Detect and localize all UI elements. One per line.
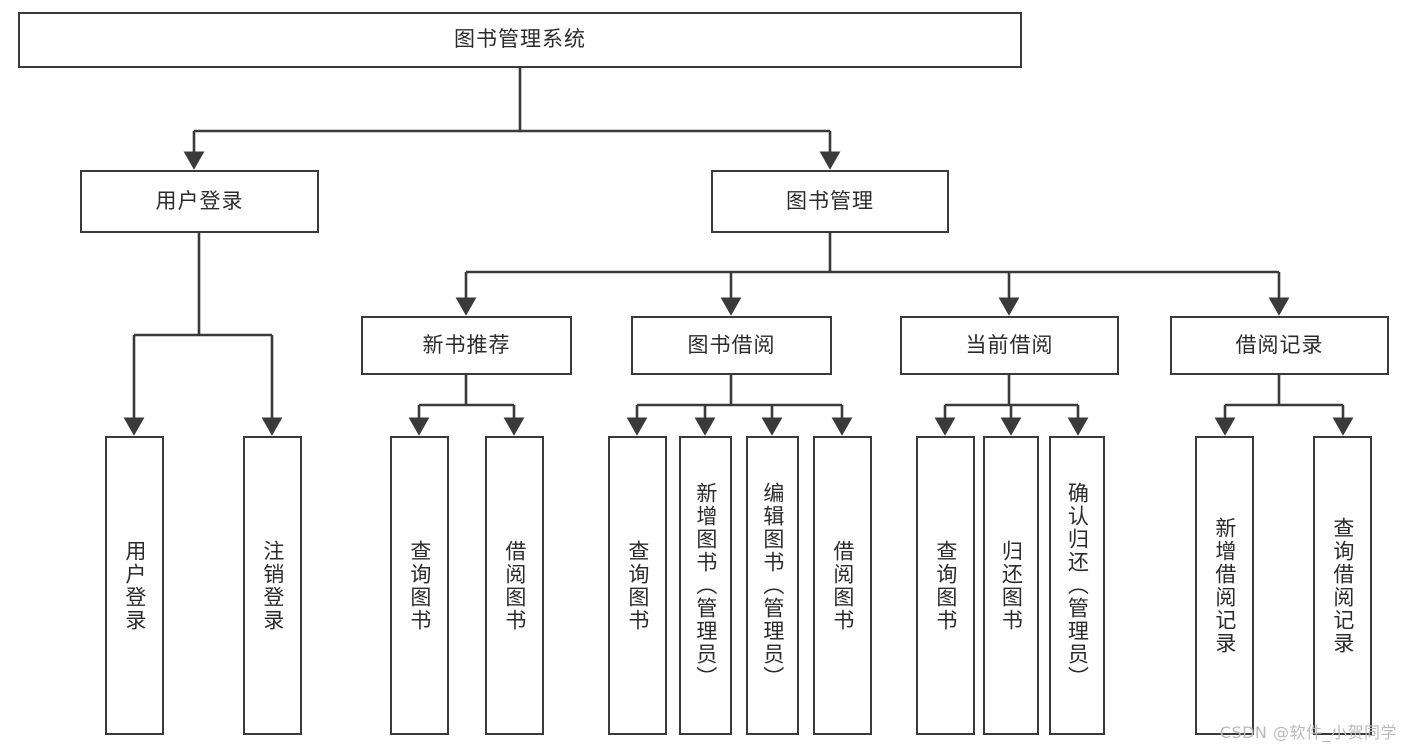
node-leaf-label: 确认归还（管理员） xyxy=(1065,482,1090,689)
node-leaf-return-book[interactable]: 归还图书 xyxy=(983,436,1039,735)
node-leaf-add-borrow-record[interactable]: 新增借阅记录 xyxy=(1195,436,1254,735)
node-leaf-label: 查询图书 xyxy=(407,539,432,632)
node-leaf-user-login[interactable]: 用户登录 xyxy=(105,436,164,735)
node-leaf-query-borrow-record[interactable]: 查询借阅记录 xyxy=(1313,436,1372,735)
node-leaf-query-book-borrow[interactable]: 查询图书 xyxy=(608,436,667,735)
node-new-book-recommend[interactable]: 新书推荐 xyxy=(361,316,572,375)
node-borrow-record-label: 借阅记录 xyxy=(1235,332,1324,357)
node-leaf-label: 借阅图书 xyxy=(830,539,855,632)
node-user-login-label: 用户登录 xyxy=(155,188,244,213)
node-root[interactable]: 图书管理系统 xyxy=(18,12,1022,68)
node-user-login[interactable]: 用户登录 xyxy=(80,170,319,233)
node-book-borrow[interactable]: 图书借阅 xyxy=(631,316,832,375)
node-current-borrow-label: 当前借阅 xyxy=(965,332,1054,357)
node-leaf-logout[interactable]: 注销登录 xyxy=(243,436,302,735)
node-leaf-label: 查询借阅记录 xyxy=(1330,516,1355,655)
node-leaf-label: 新增借阅记录 xyxy=(1212,516,1237,655)
node-leaf-label: 新增图书（管理员） xyxy=(693,482,718,689)
node-book-management-label: 图书管理 xyxy=(786,188,874,213)
watermark: CSDN @软件_小贺同学 xyxy=(1219,723,1397,742)
node-leaf-confirm-return-admin[interactable]: 确认归还（管理员） xyxy=(1049,436,1105,735)
node-book-borrow-label: 图书借阅 xyxy=(687,332,776,357)
node-leaf-label: 注销登录 xyxy=(260,539,285,632)
node-leaf-label: 查询图书 xyxy=(933,539,958,632)
node-leaf-edit-book-admin[interactable]: 编辑图书（管理员） xyxy=(746,436,799,735)
node-leaf-label: 用户登录 xyxy=(122,539,147,632)
node-leaf-borrow-book[interactable]: 借阅图书 xyxy=(813,436,872,735)
node-leaf-label: 借阅图书 xyxy=(502,539,527,632)
node-leaf-query-book-current[interactable]: 查询图书 xyxy=(916,436,975,735)
node-leaf-label: 查询图书 xyxy=(625,539,650,632)
node-leaf-query-book-rec[interactable]: 查询图书 xyxy=(390,436,449,735)
node-current-borrow[interactable]: 当前借阅 xyxy=(900,316,1119,375)
node-leaf-label: 归还图书 xyxy=(999,539,1024,632)
node-new-book-recommend-label: 新书推荐 xyxy=(422,332,511,357)
node-leaf-label: 编辑图书（管理员） xyxy=(760,482,785,689)
node-root-label: 图书管理系统 xyxy=(454,27,586,52)
node-leaf-add-book-admin[interactable]: 新增图书（管理员） xyxy=(679,436,732,735)
node-book-management[interactable]: 图书管理 xyxy=(711,170,949,233)
node-leaf-borrow-book-rec[interactable]: 借阅图书 xyxy=(485,436,544,735)
node-borrow-record[interactable]: 借阅记录 xyxy=(1170,316,1389,375)
